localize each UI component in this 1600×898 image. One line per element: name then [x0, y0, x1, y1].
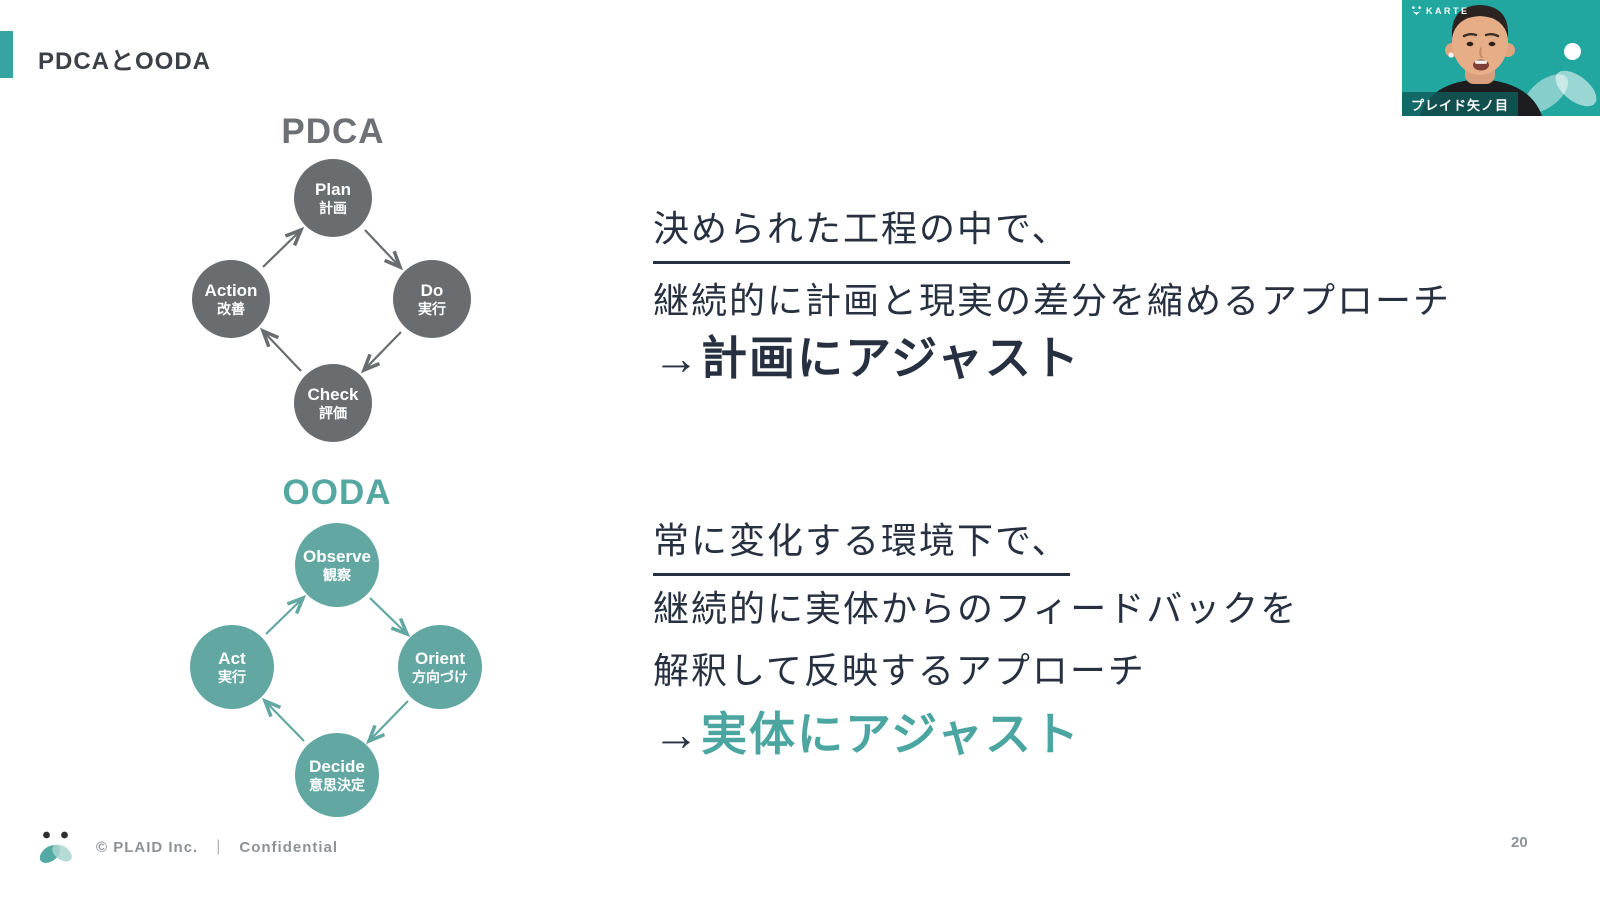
right-arrow-glyph: →	[653, 708, 701, 760]
node-label-ja: 評価	[319, 404, 347, 421]
ooda-cycle-arrows	[261, 594, 411, 745]
footer-divider: |	[216, 838, 222, 855]
ooda-node-orient: Orient 方向づけ	[398, 625, 482, 709]
karte-logo: KARTE	[1411, 6, 1470, 16]
node-label-ja: 方向づけ	[412, 668, 468, 685]
page-number: 20	[1511, 834, 1528, 851]
pdca-diagram-title: PDCA	[281, 112, 385, 151]
webcam-video[interactable]: KARTE プレイド矢ノ目	[1402, 0, 1600, 116]
ooda-desc-line1: 常に変化する環境下で、	[653, 512, 1070, 576]
ooda-desc-line3: 解釈して反映するアプローチ	[653, 650, 1146, 691]
node-label-ja: 改善	[217, 300, 245, 317]
karte-logo-icon	[1412, 6, 1421, 15]
ooda-diagram-title: OODA	[282, 473, 392, 512]
node-label-en: Plan	[315, 179, 351, 199]
node-label-ja: 実行	[418, 300, 446, 317]
pdca-node-check: Check 評価	[294, 364, 372, 442]
title-accent-bar	[0, 31, 13, 78]
ooda-node-observe: Observe 観察	[295, 523, 379, 607]
pdca-desc-line2: 継続的に計画と現実の差分を縮めるアプローチ	[653, 280, 1452, 321]
speaker-name-tag: プレイド矢ノ目	[1402, 92, 1519, 116]
speaker-avatar	[1420, 5, 1542, 116]
node-label-en: Do	[420, 280, 444, 300]
node-label-ja: 計画	[319, 199, 347, 216]
pdca-desc-line1: 決められた工程の中で、	[653, 200, 1070, 264]
plaid-logo-icon	[39, 831, 72, 863]
pdca-node-do: Do 実行	[393, 260, 471, 338]
webcam-deco-circle	[1564, 43, 1581, 60]
node-label-ja: 実行	[218, 668, 246, 685]
pdca-node-action: Action 改善	[192, 260, 270, 338]
node-label-en: Action	[204, 280, 258, 300]
copyright-text: © PLAID Inc.	[96, 838, 199, 856]
karte-logo-text: KARTE	[1426, 6, 1470, 16]
node-label-ja: 観察	[323, 566, 351, 583]
node-label-en: Observe	[302, 546, 372, 566]
right-arrow-glyph: →	[653, 332, 701, 384]
node-label-en: Decide	[309, 756, 365, 776]
ooda-desc-line2: 継続的に実体からのフィードバックを	[653, 588, 1299, 629]
node-label-en: Check	[307, 384, 359, 404]
node-label-en: Orient	[414, 648, 466, 668]
footer: © PLAID Inc. | Confidential	[38, 828, 338, 866]
ooda-node-decide: Decide 意思決定	[295, 733, 379, 817]
pdca-diagram: PDCA Plan 計画 Do 実行 Check 評価 Action 改	[170, 110, 500, 455]
pdca-node-plan: Plan 計画	[294, 159, 372, 237]
pdca-desc-emphasis: →計画にアジャスト	[653, 332, 1081, 384]
confidential-label: Confidential	[239, 838, 339, 856]
node-label-ja: 意思決定	[309, 776, 365, 793]
ooda-description: 常に変化する環境下で、 継続的に実体からのフィードバックを 解釈して反映するアプ…	[653, 512, 1513, 762]
ooda-node-act: Act 実行	[190, 625, 274, 709]
node-label-en: Act	[218, 648, 246, 668]
ooda-desc-emphasis: →実体にアジャスト	[653, 708, 1081, 760]
ooda-diagram: OODA Observe 観察 Orient 方向づけ Decide 意思決定 …	[170, 465, 510, 830]
pdca-description: 決められた工程の中で、 継続的に計画と現実の差分を縮めるアプローチ →計画にアジ…	[653, 200, 1513, 390]
page-title: PDCAとOODA	[38, 48, 212, 75]
pdca-cycle-arrows	[259, 226, 404, 374]
